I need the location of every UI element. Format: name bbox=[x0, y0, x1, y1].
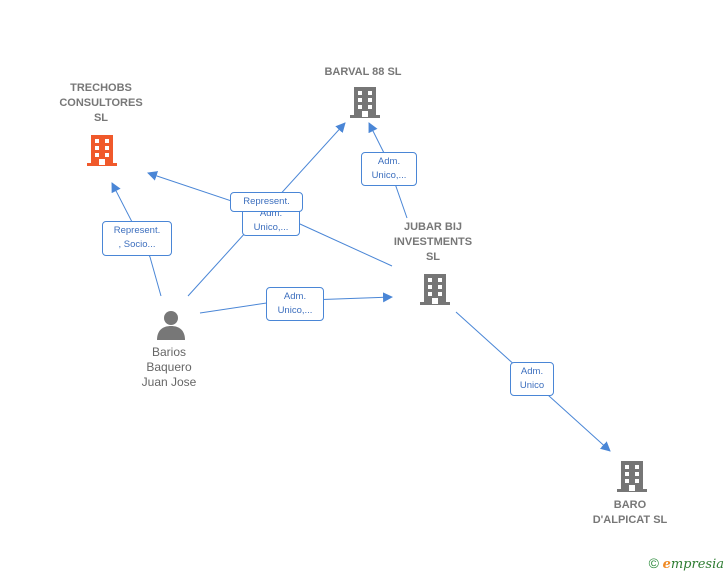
edge-label-represent[interactable]: Represent. bbox=[230, 192, 303, 212]
edge-label-represent-socio[interactable]: Represent. , Socio... bbox=[102, 221, 172, 256]
building-icon[interactable] bbox=[418, 272, 452, 306]
building-icon[interactable] bbox=[85, 133, 119, 167]
edge-label-adm-unico-barval[interactable]: Adm. Unico,... bbox=[361, 152, 417, 186]
node-label-baro[interactable]: BARO D'ALPICAT SL bbox=[592, 499, 668, 526]
edge-label-adm-unico-jubar[interactable]: Adm. Unico,... bbox=[266, 287, 324, 321]
brand-rest: mpresia bbox=[670, 557, 724, 572]
empresia-logo[interactable]: empresia bbox=[663, 557, 724, 572]
footer-brand: © empresia bbox=[649, 555, 724, 572]
edge-label-adm-unico-baro[interactable]: Adm. Unico bbox=[510, 362, 554, 396]
person-icon[interactable] bbox=[155, 309, 187, 341]
building-icon[interactable] bbox=[615, 459, 649, 493]
node-label-barval[interactable]: BARVAL 88 SL bbox=[324, 66, 402, 78]
copyright-icon: © bbox=[648, 555, 659, 571]
edge-barios-trechobs bbox=[111, 182, 162, 297]
brand-first-letter: e bbox=[662, 557, 671, 572]
node-label-trechobs[interactable]: TRECHOBS CONSULTORES SL bbox=[59, 82, 143, 124]
node-label-jubar[interactable]: JUBAR BIJ INVESTMENTS SL bbox=[393, 221, 473, 263]
edge-jubar-trechobs bbox=[147, 171, 393, 267]
node-label-barios[interactable]: Barios Baquero Juan Jose bbox=[141, 345, 197, 389]
building-icon[interactable] bbox=[348, 85, 382, 119]
